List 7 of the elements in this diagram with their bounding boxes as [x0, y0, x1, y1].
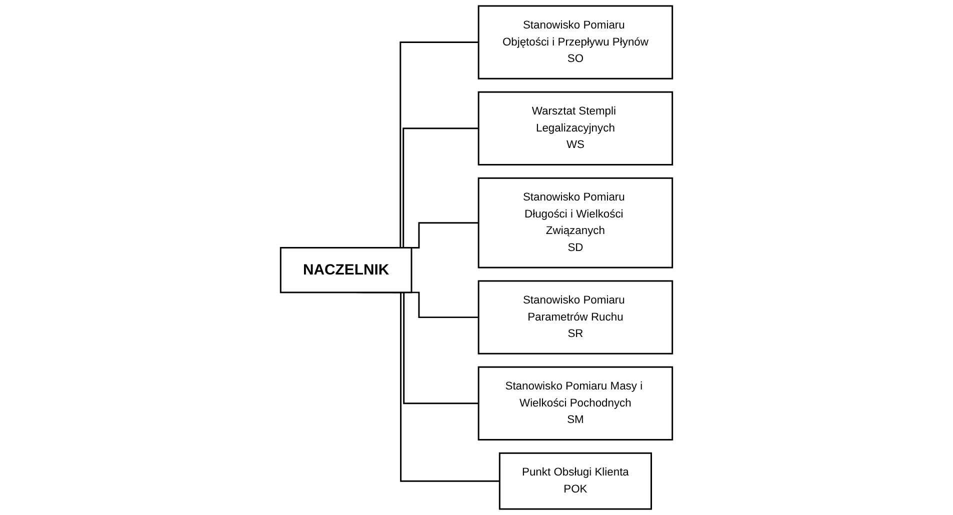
- node-box: Punkt Obsługi Klienta POK: [498, 452, 652, 510]
- node-box: Stanowisko Pomiaru Objętości i Przepływu Płynów SO: [478, 5, 674, 80]
- node-box: Warsztat Stempli Legalizacyjnych WS: [478, 91, 674, 166]
- node-box: Stanowisko Pomiaru Masy i Wielkości Pochodnych SM: [478, 366, 674, 440]
- node-box: Stanowisko Pomiaru Długości i Wielkości Związanych SD: [478, 177, 674, 268]
- node-box: Stanowisko Pomiaru Parametrów Ruchu SR: [478, 280, 674, 354]
- node-box: NACZELNIK: [280, 246, 412, 294]
